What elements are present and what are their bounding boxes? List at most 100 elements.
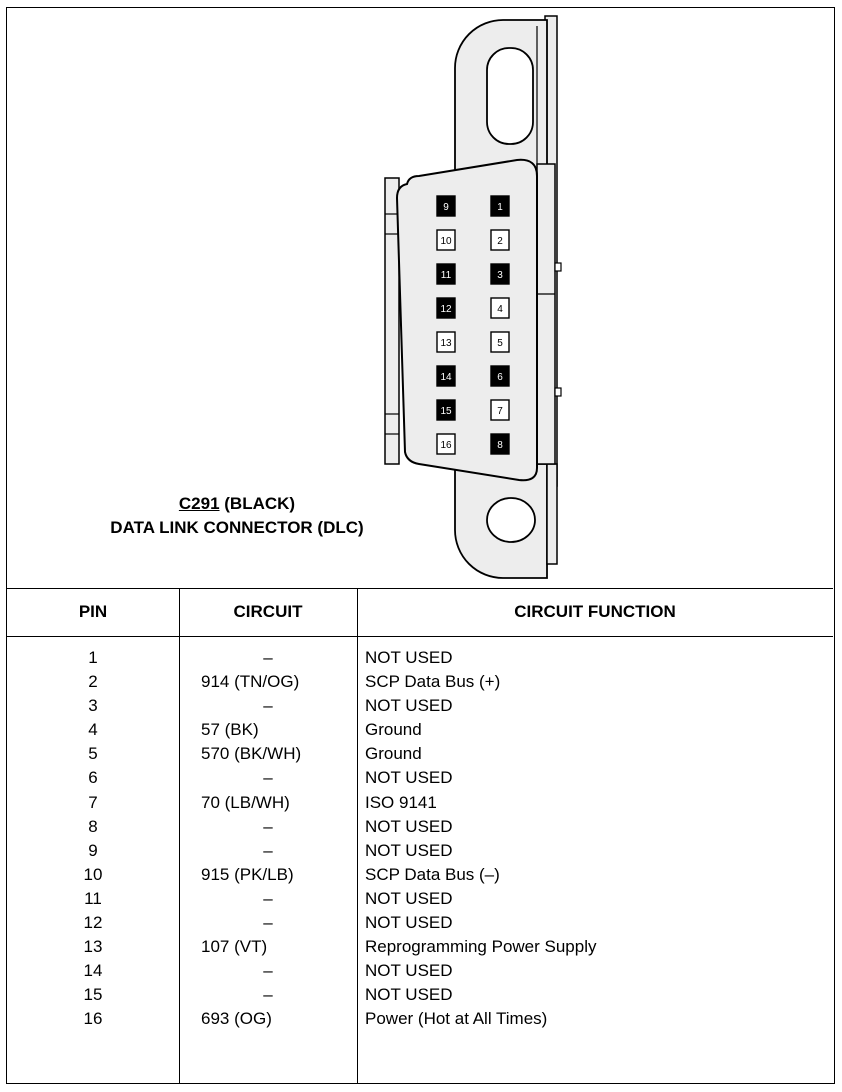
pin-cavity [436,263,456,285]
table-row: 12 – NOT USED [7,911,833,935]
table-row: 6 – NOT USED [7,766,833,790]
table-row: 1–NOT USED [7,646,833,670]
circuit-function: NOT USED [365,985,453,1005]
circuit-function: SCP Data Bus (+) [365,672,501,692]
pin-number: 6 [88,768,98,788]
pin-cavity [436,365,456,387]
pin-number: 8 [88,816,98,836]
pin-number: 2 [88,672,98,692]
pin-number: 15 [83,985,103,1005]
table-top-border [7,588,833,589]
table-row: 5 570 (BK/WH) Ground [7,742,833,766]
circuit-function: NOT USED [365,816,453,836]
pin-label: 10 [440,236,452,247]
pin-cavity [490,229,510,251]
circuit-code: – [263,961,273,981]
circuit-code: 914 (TN/OG) [201,672,300,692]
col-divider-2 [357,588,358,1083]
pin-label: 16 [440,440,452,451]
circuit-function: Power (Hot at All Times) [365,1009,548,1029]
pin-label: 8 [497,440,503,451]
circuit-function: ISO 9141 [365,792,437,812]
circuit-function: NOT USED [365,913,453,933]
pin-number: 4 [88,720,98,740]
circuit-code: 70 (LB/WH) [201,792,290,812]
connector-name: DATA LINK CONNECTOR (DLC) [110,518,364,537]
header-pin: PIN [78,602,108,621]
connector-face [395,158,538,482]
pin-cavity [490,331,510,353]
circuit-code: 107 (VT) [201,937,268,957]
pin-cavity [436,399,456,421]
circuit-function: NOT USED [365,768,453,788]
pin-cavity [436,297,456,319]
pin-label: 14 [440,372,452,383]
table-row: 15 – NOT USED [7,983,833,1007]
pin-cavity [490,297,510,319]
connector-caption: C291 (BLACK) DATA LINK CONNECTOR (DLC) [47,492,427,540]
table-row: 14 – NOT USED [7,959,833,983]
pin-label: 9 [443,202,449,213]
circuit-function: Reprogramming Power Supply [365,937,597,957]
header-circuit-function: CIRCUIT FUNCTION [514,602,676,621]
header-circuit: CIRCUIT [233,602,303,621]
top-mounting-hole [486,47,534,145]
pin-number: 13 [83,937,103,957]
pin-label: 6 [497,372,503,383]
circuit-code: – [263,985,273,1005]
circuit-code: – [263,840,273,860]
pin-label: 4 [497,304,503,315]
connector-id: C291 [178,494,220,513]
left-pin-column: 9 10 11 12 13 14 15 16 [436,195,456,455]
circuit-function: NOT USED [365,840,453,860]
pin-number: 16 [83,1009,103,1029]
pin-label: 2 [497,236,503,247]
table-row: 13 107 (VT) Reprogramming Power Supply [7,935,833,959]
circuit-code: – [263,768,273,788]
table-row: 9 – NOT USED [7,839,833,863]
circuit-function: NOT USED [365,961,453,981]
circuit-code: – [263,648,273,667]
pin-cavity [436,229,456,251]
circuit-code: – [263,913,273,933]
circuit-code: – [263,816,273,836]
circuit-code: 915 (PK/LB) [201,864,294,884]
table-row: 3–NOT USED [7,694,833,718]
circuit-function: Ground [365,744,422,764]
pin-cavity [490,263,510,285]
pin-number: 1 [88,648,98,667]
pin-label: 11 [441,270,452,281]
pin-label: 13 [440,338,452,349]
pin-label: 3 [497,270,503,281]
table-row: 16 693 (OG) Power (Hot at All Times) [7,1007,833,1031]
connector-color: (BLACK) [224,494,296,513]
pin-number: 3 [88,696,98,716]
pin-number: 7 [88,792,98,812]
pin-label: 7 [497,406,503,417]
pin-number: 5 [88,744,98,764]
table-row: 11–NOT USED [7,887,833,911]
pin-number: 10 [83,864,103,884]
circuit-function: Ground [365,720,422,740]
pin-number: 14 [83,961,103,981]
pin-cavity [436,195,456,217]
pin-label: 12 [440,304,452,315]
pin-cavity [490,365,510,387]
pin-number: 9 [88,840,98,860]
connector-left-rail [384,177,400,465]
circuit-function: NOT USED [365,696,453,716]
circuit-code: 693 (OG) [201,1009,272,1029]
pin-label: 15 [440,406,452,417]
bottom-mounting-hole [486,497,536,543]
pin-number: 12 [83,913,103,933]
table-row: 10 915 (PK/LB) SCP Data Bus (–) [7,863,833,887]
pin-cavity [436,331,456,353]
circuit-function: SCP Data Bus (–) [365,864,500,884]
circuit-code: 570 (BK/WH) [201,744,302,764]
